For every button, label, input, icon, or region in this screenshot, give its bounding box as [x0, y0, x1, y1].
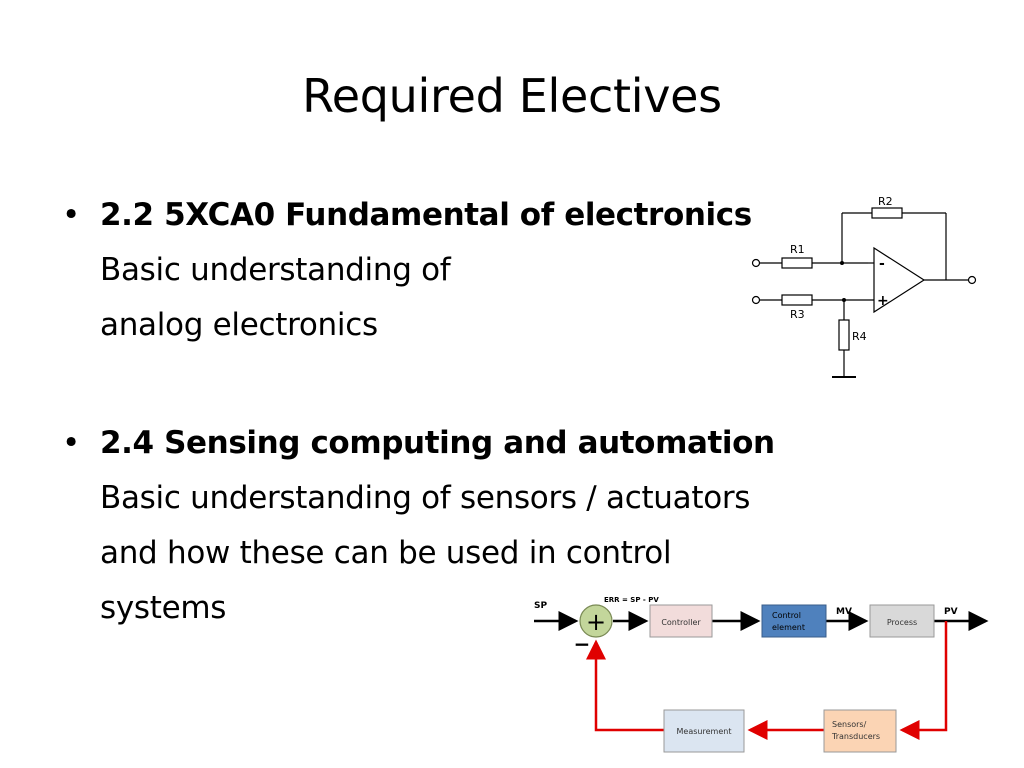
bullet-line: and how these can be used in control [100, 535, 672, 571]
summing-junction [579, 604, 613, 638]
sp-label: SP [534, 601, 547, 611]
bullet-body: 2.2 5XCA0 Fundamental of electronics Bas… [100, 188, 752, 353]
measurement-label: Measurement [677, 727, 732, 736]
process-label: Process [887, 618, 917, 627]
opamp-minus-label: - [879, 256, 885, 272]
summing-plus-label: + [586, 608, 606, 636]
sensors-block [823, 709, 897, 753]
opamp-plus-label: + [877, 293, 889, 309]
resistor-r3 [781, 294, 813, 306]
output-terminal [967, 275, 977, 285]
bullet-line: Basic understanding of [100, 252, 451, 288]
bullet-line: Basic understanding of sensors / actuato… [100, 480, 751, 516]
control-loop-diagram: + − Controller Control element Process S… [534, 596, 989, 753]
controller-label: Controller [661, 618, 701, 627]
sensors-label: Sensors/ [832, 720, 867, 729]
r4-label: R4 [852, 330, 867, 343]
control-element-label: element [772, 623, 805, 632]
control-element-block [761, 604, 827, 638]
slide-title: Required Electives [302, 69, 722, 123]
summing-minus-label: − [574, 632, 591, 656]
input-terminal [751, 258, 761, 268]
control-element-label: Control [772, 611, 801, 620]
bullet-glyph: • [62, 197, 81, 233]
resistor-r1 [781, 257, 813, 269]
mv-label: MV [836, 607, 852, 617]
err-label: ERR = SP - PV [604, 596, 659, 604]
process-block [869, 604, 935, 638]
r1-label: R1 [790, 243, 805, 256]
r2-label: R2 [878, 195, 893, 208]
measurement-block [663, 709, 745, 753]
input-terminal [751, 295, 761, 305]
bullet-heading: 2.4 Sensing computing and automation [100, 425, 775, 461]
controller-block [649, 604, 713, 638]
bullet-line: systems [100, 590, 227, 626]
opamp-circuit-diagram: R1 R2 R3 R4 - + [751, 195, 977, 378]
bullet-line: analog electronics [100, 307, 378, 343]
r3-label: R3 [790, 308, 805, 321]
opamp-triangle [873, 246, 926, 314]
sensors-label: Transducers [831, 732, 880, 741]
bullet-glyph: • [62, 425, 81, 461]
bullet-body: 2.4 Sensing computing and automation Bas… [100, 416, 775, 636]
pv-label: PV [944, 607, 958, 617]
resistor-r2 [871, 207, 903, 219]
bullet-heading: 2.2 5XCA0 Fundamental of electronics [100, 197, 752, 233]
resistor-r4 [838, 319, 850, 351]
